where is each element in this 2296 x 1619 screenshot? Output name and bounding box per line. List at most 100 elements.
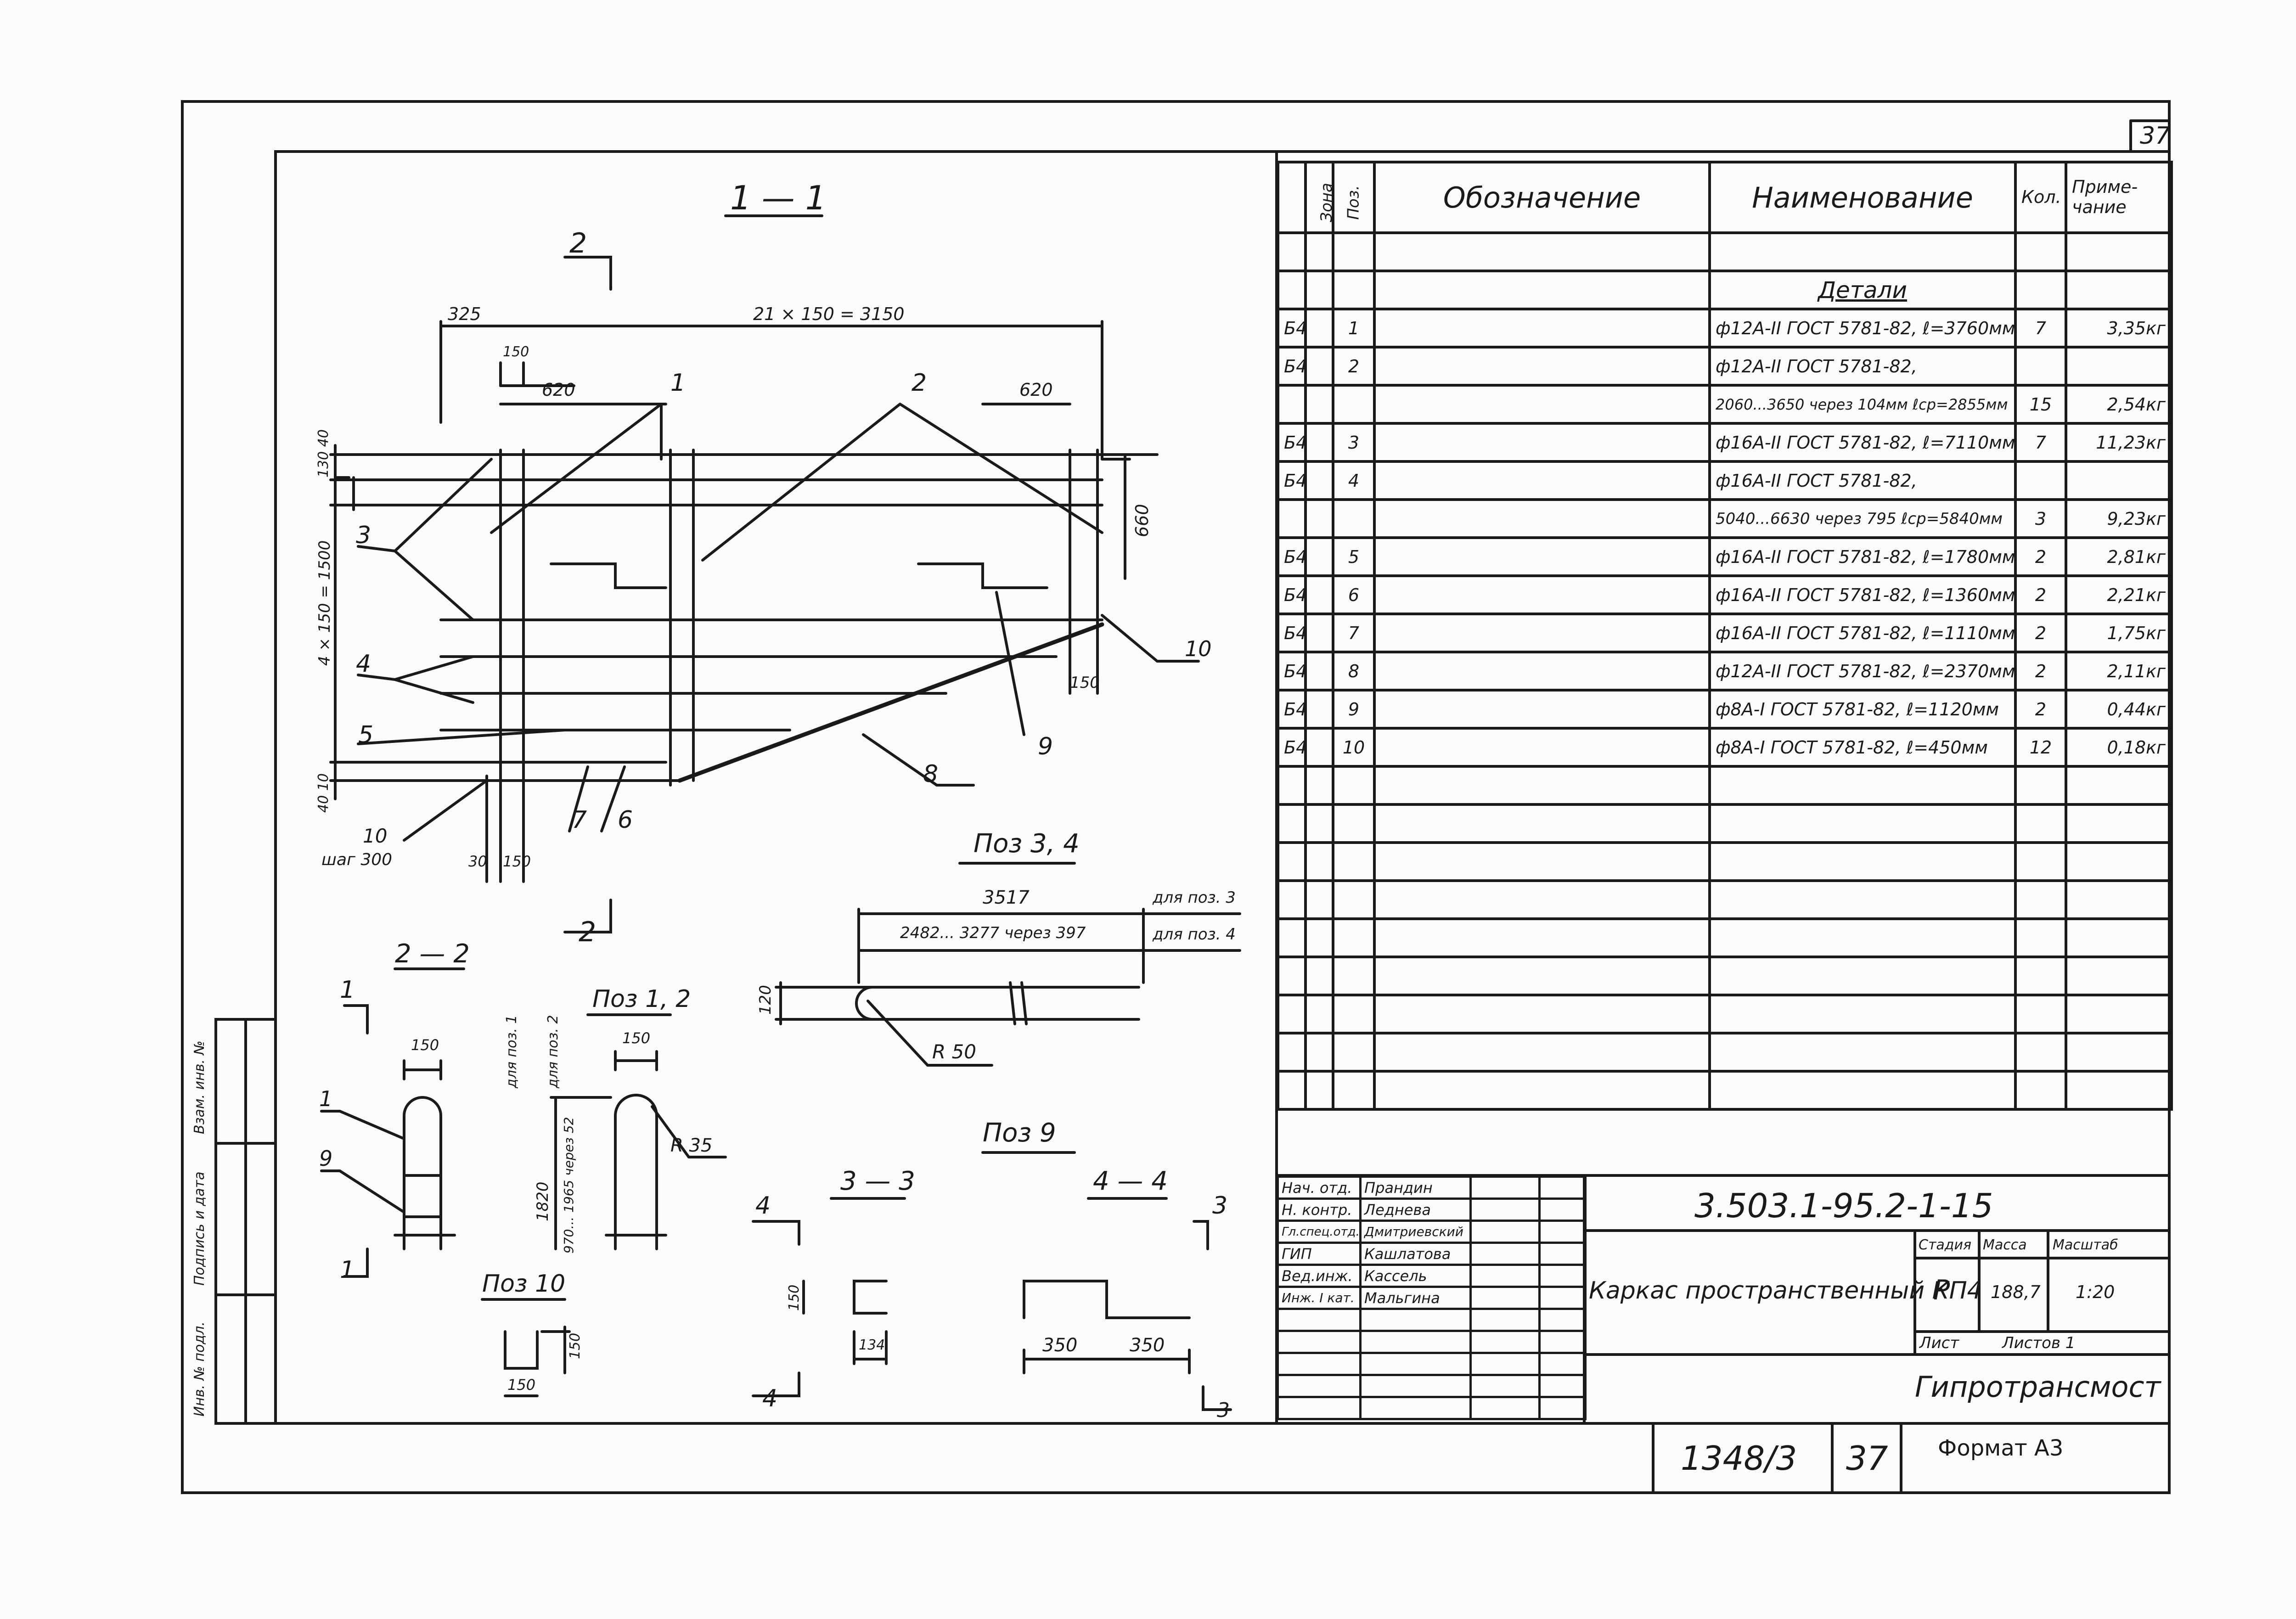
s22-width: 150: [411, 1036, 439, 1054]
section-2-2-label: 2 — 2: [395, 939, 470, 969]
staff-row: Инж. I кат.Мальгина: [1277, 1286, 1587, 1310]
poz12-range: 970... 1965 через 52: [561, 1117, 576, 1254]
section-3-3-label: 3 — 3: [840, 1166, 915, 1196]
paper-format: Формат А3: [1938, 1435, 2064, 1461]
poz12-length: 1820: [534, 1181, 552, 1221]
poz12-width: 150: [622, 1029, 651, 1047]
poz12-radius: R 35: [670, 1135, 713, 1156]
poz10-width: 150: [507, 1376, 536, 1394]
poz12-for-1: для поз. 1: [504, 1015, 520, 1088]
callout-3: 3: [356, 522, 371, 549]
cut-mark-4-top: 4: [755, 1192, 771, 1220]
cut-mark-2-top: 2: [569, 227, 587, 259]
col-pos: Поз.: [1332, 161, 1376, 234]
poz34-for-3: для поз. 3: [1153, 888, 1236, 907]
dim-150-right: 150: [1070, 674, 1100, 692]
col-zone: Зона: [1304, 161, 1334, 234]
dim-total: 21 × 150 = 3150: [753, 304, 905, 324]
poz34-length: 3517: [983, 887, 1030, 908]
stage-value: Р: [1933, 1274, 1950, 1306]
cut-mark-3-top: 3: [1212, 1192, 1228, 1220]
cut-mark-2-bottom: 2: [579, 916, 597, 948]
poz-3-4-label: Поз 3, 4: [974, 829, 1080, 859]
sheets-label: Листов 1: [2002, 1334, 2076, 1352]
document-title: Каркас пространственный КП4: [1589, 1277, 1982, 1304]
col-qty: Кол.: [2014, 161, 2067, 234]
dim-150-bottom: 150: [503, 853, 531, 870]
specification-table: Формат Зона Поз. Обозначение Наименовани…: [1277, 161, 2173, 1111]
cut-mark-1-top: 1: [340, 976, 355, 1004]
stamp-staff-table: Нач. отд.Прандин Н. контр.Леднева Гл.спе…: [1277, 1175, 1587, 1420]
s22-callout-1: 1: [319, 1086, 333, 1111]
mass-value: 188,7: [1991, 1282, 2041, 1302]
dim-vertical: 4 × 150 = 1500: [315, 540, 334, 666]
dim-30: 30: [468, 853, 487, 870]
poz-10-view: [481, 1298, 571, 1397]
step-label: шаг 300: [321, 850, 393, 869]
dim-620-right: 620: [1019, 380, 1053, 400]
callout-6: 6: [618, 806, 633, 834]
poz-1-2-label: Поз 1, 2: [592, 985, 691, 1013]
staff-row: Нач. отд.Прандин: [1277, 1175, 1587, 1200]
callout-5: 5: [358, 721, 374, 749]
poz34-range: 2482... 3277 через 397: [900, 924, 1086, 942]
spec-header-row: Формат Зона Поз. Обозначение Наименовани…: [1277, 161, 2173, 234]
poz-3-4-view: [775, 862, 1241, 1067]
callout-10: 10: [1185, 636, 1212, 661]
section-3-3-view: [752, 1197, 906, 1397]
s22-callout-9: 9: [319, 1146, 333, 1171]
staff-row: Вед.инж.Кассель: [1277, 1264, 1587, 1288]
poz12-for-2: для поз. 2: [545, 1015, 561, 1088]
section-4-4-label: 4 — 4: [1093, 1166, 1168, 1196]
margin-signature-date: Подпись и дата: [191, 1171, 208, 1286]
scale-value: 1:20: [2076, 1282, 2115, 1302]
archive-sheet: 37: [1846, 1439, 1888, 1478]
mass-header: Масса: [1983, 1237, 2027, 1253]
organization-name: Гипротрансмост: [1915, 1370, 2161, 1404]
poz10-height: 150: [567, 1332, 583, 1359]
poz-9-view: [981, 1151, 1232, 1411]
cut-mark-1-bottom: 1: [340, 1256, 355, 1284]
section-title: Детали: [1708, 270, 2017, 310]
poz-9-label: Поз 9: [983, 1118, 1056, 1148]
callout-1: 1: [670, 369, 686, 397]
poz-1-2-view: [550, 1013, 727, 1250]
archive-number: 1348/3: [1681, 1439, 1797, 1478]
callout-4: 4: [356, 650, 371, 678]
section-1-1-view: [329, 214, 1200, 933]
poz34-height: 120: [756, 985, 775, 1015]
dim-40-10: 40 10: [315, 773, 332, 813]
dim-150-top: 150: [503, 344, 529, 360]
poz-10-label: Поз 10: [482, 1270, 566, 1298]
col-format: Формат: [1277, 161, 1307, 234]
poz34-radius: R 50: [932, 1040, 976, 1063]
cut-mark-3-bottom: 3: [1217, 1399, 1230, 1422]
table-row: Детали: [1277, 270, 2173, 310]
dim-660: 660: [1132, 504, 1152, 537]
dim-130-40: 130 40: [315, 429, 332, 478]
poz9-length-a: 350: [1042, 1335, 1078, 1356]
scale-header: Масштаб: [2053, 1237, 2118, 1253]
s33-width: 134: [859, 1337, 885, 1353]
margin-inv-podl: Инв. № подл.: [191, 1321, 208, 1417]
callout-7: 7: [572, 806, 587, 834]
sheet-label: Лист: [1919, 1334, 1959, 1352]
callout-8: 8: [923, 760, 939, 788]
table-row: [1277, 231, 2173, 272]
callout-2: 2: [912, 369, 927, 397]
dim-620-left: 620: [542, 380, 575, 400]
staff-row: Н. контр.Леднева: [1277, 1197, 1587, 1222]
